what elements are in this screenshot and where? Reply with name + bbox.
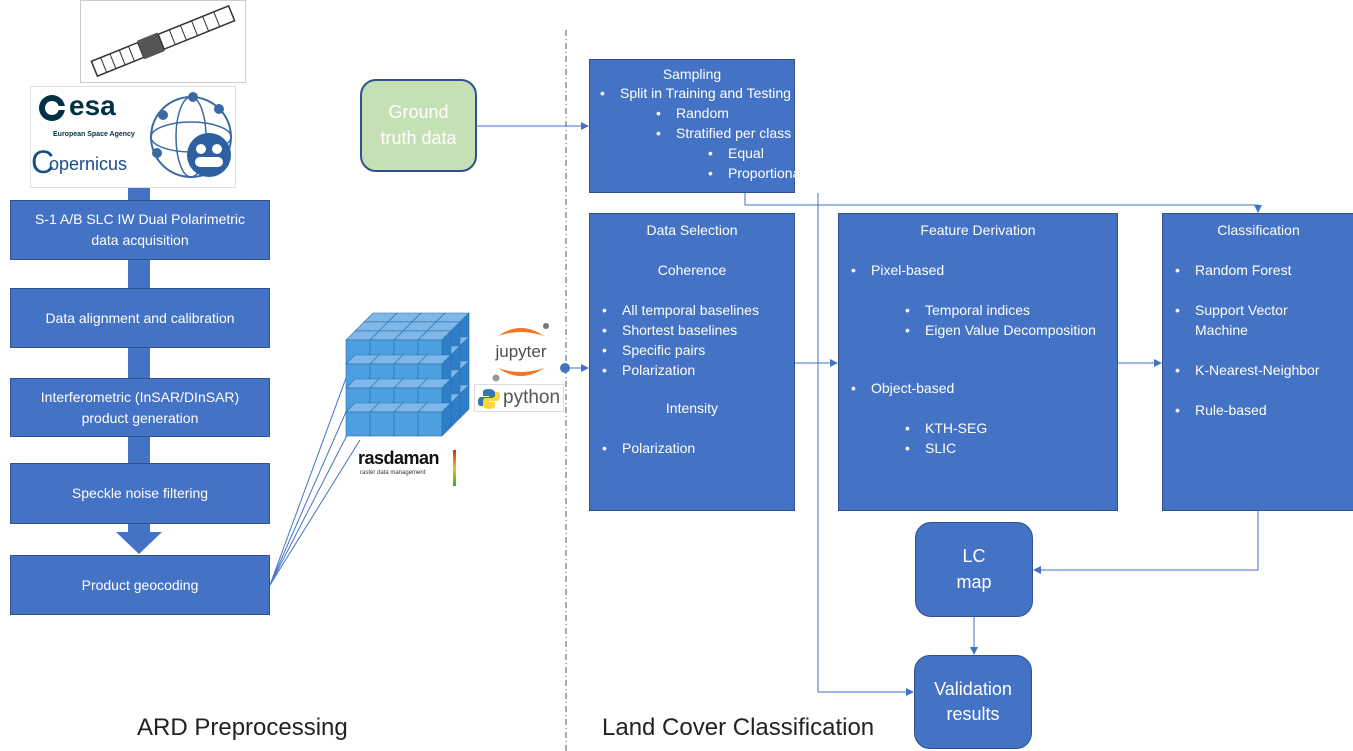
object-based-item: SLIC (905, 438, 987, 458)
pipeline-connector (128, 437, 150, 463)
datacube-cell (369, 411, 395, 437)
object-based-heading: Object-based (851, 378, 954, 398)
datacube-cell (417, 411, 443, 437)
coherence-item: Specific pairs (602, 340, 759, 360)
pipeline-connector (128, 524, 150, 532)
pipeline-step-interferometric: Interferometric (InSAR/DInSAR) product g… (10, 378, 270, 437)
arrow-classification-to-lc-map (1033, 511, 1259, 574)
pipeline-connector (128, 188, 150, 200)
esa-copernicus-logo-panel: esa European Space Agency C opernicus (30, 86, 236, 188)
sampling-item: Proportional (708, 163, 803, 183)
copernicus-network-icon (150, 92, 232, 178)
lc-map-box: LC map (915, 522, 1033, 617)
coherence-item: Polarization (602, 360, 759, 380)
datacube-fan-lines (269, 339, 361, 586)
rasdaman-logo: rasdaman raster data management (358, 448, 458, 488)
pipeline-step-alignment: Data alignment and calibration (10, 288, 270, 348)
python-icon (478, 389, 500, 409)
arrow-sampling-to-classification (744, 193, 1262, 213)
feature-derivation-box: Feature Derivation Pixel-based Temporal … (838, 213, 1118, 511)
sampling-box: Sampling Split in Training and Testing R… (589, 59, 804, 193)
intensity-heading: Intensity (665, 400, 719, 416)
classifier-item: K-Nearest-Neighbor (1175, 360, 1319, 380)
pipeline-step-speckle-filtering: Speckle noise filtering (10, 463, 270, 524)
esa-logo: esa (37, 91, 147, 131)
classification-box: Classification Random Forest Support Vec… (1162, 213, 1353, 511)
jupyter-icon: jupyter (492, 323, 549, 382)
esa-subtitle: European Space Agency (53, 131, 135, 138)
section-label-land-cover: Land Cover Classification (602, 714, 875, 741)
ground-truth-box: Ground truth data (360, 79, 477, 172)
pipeline-step-acquisition: S-1 A/B SLC IW Dual Polarimetric data ac… (10, 200, 270, 260)
datacube-icon (345, 312, 470, 437)
validation-results-box: Validation results (914, 655, 1032, 749)
arrow-sampling-to-validation (817, 193, 914, 696)
pixel-based-item: Temporal indices (905, 300, 1096, 320)
jupyter-python-logo: jupyter python (474, 322, 564, 418)
pipeline-connector (128, 260, 150, 288)
data-selection-title: Data Selection (646, 222, 738, 238)
classifier-item: Rule-based (1175, 400, 1267, 420)
coherence-heading: Coherence (657, 262, 727, 278)
pixel-based-item: Eigen Value Decomposition (905, 320, 1096, 340)
sampling-item: Random (656, 103, 791, 123)
datacube-cell (393, 411, 419, 437)
satellite-image (80, 0, 246, 83)
sampling-title: Sampling (662, 66, 722, 82)
sampling-item: Equal (708, 143, 804, 163)
pipeline-arrowhead (116, 532, 162, 554)
data-selection-box: Data Selection Coherence All temporal ba… (589, 213, 795, 511)
svg-text:jupyter: jupyter (494, 342, 546, 361)
coherence-item: All temporal baselines (602, 300, 759, 320)
copernicus-logo: C opernicus (31, 144, 128, 180)
feature-derivation-title: Feature Derivation (920, 222, 1036, 238)
sampling-item: Stratified per class (656, 123, 791, 143)
python-logo: python (474, 384, 564, 412)
intensity-item: Polarization (602, 438, 695, 458)
datacube-cell (345, 411, 371, 437)
pipeline-connector (128, 348, 150, 378)
esa-globe-icon (39, 95, 66, 121)
object-based-item: KTH-SEG (905, 418, 987, 438)
classifier-item: Support Vector Machine (1175, 300, 1325, 340)
rasdaman-color-bar (453, 450, 456, 486)
pipeline-step-geocoding: Product geocoding (10, 555, 270, 615)
section-label-ard: ARD Preprocessing (137, 714, 348, 741)
classification-title: Classification (1217, 222, 1300, 238)
pixel-based-heading: Pixel-based (851, 260, 944, 280)
classifier-item: Random Forest (1175, 260, 1292, 280)
coherence-item: Shortest baselines (602, 320, 759, 340)
sampling-item: Split in Training and Testing (600, 83, 791, 103)
